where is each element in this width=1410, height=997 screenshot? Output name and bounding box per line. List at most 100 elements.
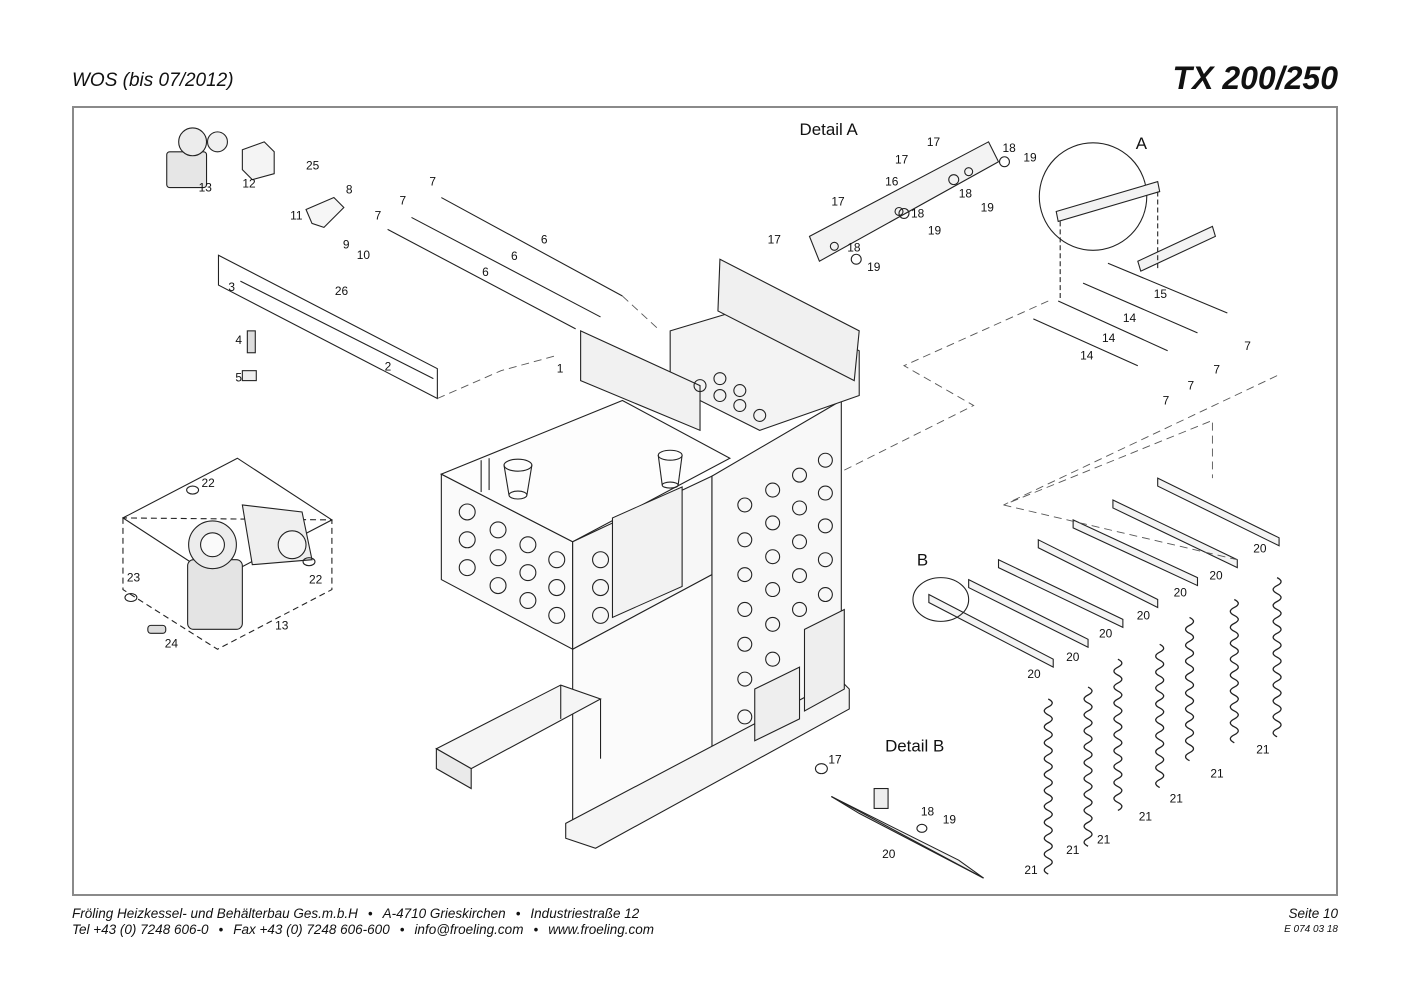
- footer-tel: Tel +43 (0) 7248 606-0: [72, 922, 209, 937]
- exploded-parts-drawing: 13 12 25 8 11 9 10 7 7 7 6 6 6 3 26 4 5 …: [72, 106, 1338, 896]
- footer-separator: •: [515, 906, 521, 921]
- footer-separator: •: [367, 906, 373, 921]
- callout-label: 12: [242, 177, 256, 191]
- callout-label: 19: [943, 812, 957, 826]
- callout-label: 21: [1256, 743, 1270, 757]
- footer-fax: Fax +43 (0) 7248 606-600: [233, 922, 390, 937]
- gear-motor-top: [166, 127, 275, 189]
- callout-label: 23: [127, 571, 141, 585]
- callout-label: 18: [847, 240, 861, 254]
- tube-holes: [458, 372, 833, 725]
- turbulator-rails: [912, 477, 1280, 669]
- callout-label: 20: [882, 847, 896, 861]
- callout-label: 14: [1080, 349, 1094, 363]
- footer-city: A-4710 Grieskirchen: [382, 906, 506, 921]
- footer-street: Industriestraße 12: [530, 906, 640, 921]
- callout-label: 7: [400, 194, 407, 208]
- callout-label: 17: [768, 232, 782, 246]
- callout-label: 18: [959, 187, 973, 201]
- callout-label: 7: [1244, 339, 1251, 353]
- gear-motor-bottom: [121, 457, 333, 650]
- callout-label: 10: [357, 248, 371, 262]
- callout-label: 8: [346, 183, 353, 197]
- callout-label: 2: [385, 360, 392, 374]
- footer-separator: •: [399, 922, 405, 937]
- callout-label: 19: [1023, 151, 1037, 165]
- detail-a-label: Detail A: [800, 120, 859, 139]
- detail-a-bracket: [808, 141, 1010, 265]
- callout-label: 6: [541, 232, 548, 246]
- callout-label: 20: [1099, 626, 1113, 640]
- callout-label: 19: [867, 260, 881, 274]
- callout-label: 18: [911, 206, 925, 220]
- drive-rods: [387, 197, 623, 330]
- callout-label: 20: [1253, 542, 1267, 556]
- spiral-turbulators: [1043, 577, 1282, 875]
- callout-label: 5: [235, 371, 242, 385]
- footer-web: www.froeling.com: [548, 922, 654, 937]
- page-number: Seite 10: [1288, 906, 1338, 921]
- callout-label: 17: [828, 753, 842, 767]
- callout-label: 20: [1066, 650, 1080, 664]
- callout-label: 18: [921, 804, 935, 818]
- callout-label: 7: [429, 175, 436, 189]
- callout-label: 6: [511, 249, 518, 263]
- callout-label: 21: [1210, 767, 1224, 781]
- flue-pipes: [480, 449, 683, 500]
- callout-label: 3: [228, 280, 235, 294]
- callout-label: 21: [1066, 843, 1080, 857]
- footer-address-line: Fröling Heizkessel- und Behälterbau Ges.…: [72, 906, 639, 921]
- callout-label: 14: [1123, 311, 1137, 325]
- callout-label: 21: [1139, 809, 1153, 823]
- cover-plate: [305, 196, 345, 229]
- detail-b-marker: B: [917, 551, 928, 570]
- callout-label: 20: [1174, 586, 1188, 600]
- callout-label: 17: [895, 153, 909, 167]
- callout-label: 14: [1102, 331, 1116, 345]
- callout-label: 17: [831, 195, 845, 209]
- footer-email: info@froeling.com: [414, 922, 524, 937]
- detail-a-marker: A: [1136, 134, 1148, 153]
- callout-label: 24: [165, 636, 179, 650]
- callout-label: 22: [309, 573, 323, 587]
- callout-label: 11: [290, 208, 303, 222]
- callout-label: 7: [1163, 393, 1170, 407]
- boiler-model-title: TX 200/250: [1172, 60, 1338, 96]
- callout-label: 19: [981, 200, 995, 214]
- callout-label: 25: [306, 159, 320, 173]
- leader-lines: [437, 295, 1278, 561]
- callout-label: 7: [1213, 363, 1220, 377]
- detail-labels: Detail A A Detail B B: [800, 120, 1148, 756]
- callout-label: 21: [1170, 791, 1184, 805]
- part-callouts: 13 12 25 8 11 9 10 7 7 7 6 6 6 3 26 4 5 …: [127, 135, 1270, 877]
- footer-separator: •: [218, 922, 224, 937]
- scraper-rack: [1033, 180, 1228, 367]
- callout-label: 16: [885, 175, 899, 189]
- footer-contact-line: Tel +43 (0) 7248 606-0 • Fax +43 (0) 7248 …: [72, 922, 654, 937]
- callout-label: 20: [1209, 569, 1223, 583]
- callout-label: 18: [1002, 141, 1016, 155]
- drawing-canvas: 13 12 25 8 11 9 10 7 7 7 6 6 6 3 26 4 5 …: [121, 120, 1282, 879]
- callout-label: 7: [375, 208, 382, 222]
- lever-assembly: [217, 254, 438, 400]
- callout-label: 15: [1154, 287, 1168, 301]
- callout-label: 19: [928, 223, 942, 237]
- boiler-body: [435, 258, 860, 849]
- callout-label: 20: [1137, 608, 1151, 622]
- callout-label: 20: [1027, 667, 1041, 681]
- manual-section-title: WOS (bis 07/2012): [72, 70, 234, 91]
- detail-a-circle: [1038, 142, 1148, 251]
- callout-label: 21: [1097, 832, 1111, 846]
- callout-label: 26: [335, 284, 349, 298]
- callout-label: 6: [482, 265, 489, 279]
- drawing-linework: [121, 127, 1282, 879]
- callout-label: 1: [557, 362, 564, 376]
- footer-company: Fröling Heizkessel- und Behälterbau Ges.…: [72, 906, 358, 921]
- detail-b-bracket: [814, 763, 984, 879]
- callout-label: 17: [927, 135, 941, 149]
- detail-b-label: Detail B: [885, 737, 944, 756]
- callout-label: 4: [235, 333, 242, 347]
- footer-separator: •: [533, 922, 539, 937]
- document-code: E 074 03 18: [1284, 924, 1338, 935]
- callout-label: 21: [1024, 863, 1038, 877]
